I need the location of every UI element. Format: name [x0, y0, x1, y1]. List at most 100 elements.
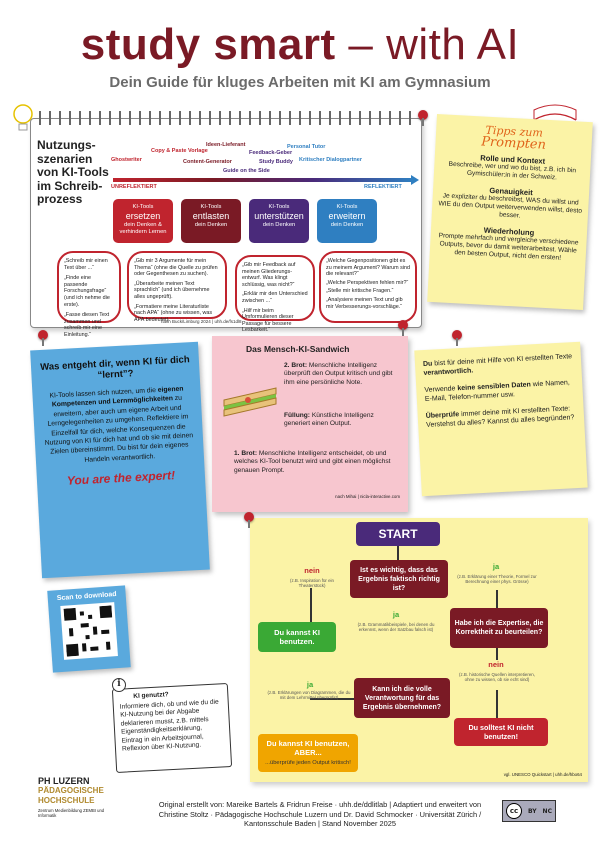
footer-credits: Original erstellt von: Mareike Bartels &… — [158, 800, 482, 829]
logo-line1: PH LUZERN — [38, 776, 90, 786]
pin-tips — [418, 110, 428, 126]
sandwich-note: Das Mensch-KI-Sandwich 2. Brot: Menschli… — [212, 336, 408, 512]
resp-p1-b: bist für deine mit Hilfe von KI erstellt… — [432, 353, 573, 368]
role-content-generator: Content-Generator — [183, 159, 232, 165]
flow-line-ja1 — [496, 590, 498, 608]
role-study-buddy: Study Buddy — [259, 159, 293, 165]
flow-ja3: ja — [306, 680, 314, 689]
bubble-ersetzen: „Schreib mir einen Text über ...“„Finde … — [57, 251, 121, 338]
flow-ja2: ja — [392, 610, 400, 619]
title-light: – with AI — [335, 20, 520, 69]
sandwich-step2-a: 2. Brot: — [284, 362, 308, 369]
role-guide: Guide on the Side — [223, 168, 270, 174]
notebook-spiral — [35, 111, 419, 125]
flow-nein1-ex: (z.B. Inspiration für ein Theaterstück) — [290, 578, 334, 589]
resp-p2-a: Verwende — [424, 385, 458, 394]
flow-ja1-ex: (z.B. Erklärung einer Theorie, Formel zu… — [457, 574, 537, 585]
by-icon: BY — [527, 807, 537, 815]
scenarios-source: nach Buck/Limburg 2024 | uhh.de/fs1dl8 — [161, 319, 242, 324]
sandwich-fill: Füllung: Künstliche Intelligenz generier… — [284, 412, 400, 429]
bubble-unterstuetzen-3: „Hilf mir beim Umformulieren dieser Pass… — [242, 307, 294, 334]
flow-line-nein1 — [310, 588, 312, 622]
download-label: Scan to download — [56, 590, 117, 603]
flow-q1: Ist es wichtig, dass das Ergebnis faktis… — [350, 560, 448, 598]
page-subtitle: Dein Guide für kluges Arbeiten mit KI am… — [109, 74, 491, 91]
sandwich-step1: 1. Brot: Menschliche Intelligenz entsche… — [234, 450, 402, 475]
resp-p2-b: keine sensiblen Daten — [457, 381, 532, 393]
sandwich-step1-a: 1. Brot: — [234, 450, 258, 457]
bubble-ersetzen-3: „Fasse diesen Text zusammen und schreib … — [64, 312, 110, 338]
pin-flow — [244, 512, 254, 528]
scale-arrow-head-icon — [411, 175, 419, 185]
flow-ja3-ex: (z.B. Erklärungen von Diagrammen, die du… — [267, 690, 351, 701]
nc-icon: NC — [542, 807, 552, 815]
sandwich-step2-b: Menschliche Intelligenz überprüft den Ou… — [284, 362, 393, 386]
sandwich-heading: Das Mensch-KI-Sandwich — [246, 344, 350, 354]
qr-code-icon — [63, 605, 113, 657]
label-unreflektiert: UNREFLEKTIERT — [111, 184, 157, 190]
card-ersetzen-main: ersetzen — [125, 211, 161, 221]
flow-can-use: Du kannst KI benutzen. — [258, 622, 336, 652]
bubble-unterstuetzen-1: „Gib mir Feedback auf meinen Gliederungs… — [242, 262, 296, 288]
cc-license-badge: cc BY NC — [502, 800, 556, 822]
flow-q2: Habe ich die Expertise, die Korrektheit … — [450, 608, 548, 648]
resp-p1: Du bist für deine mit Hilfe von KI erste… — [423, 352, 574, 378]
bubble-entlasten-1: „Gib mir 3 Argumente für mein Thema“ (oh… — [134, 258, 218, 278]
sandwich-step2: 2. Brot: Menschliche Intelligenz überprü… — [284, 362, 400, 387]
scenarios-heading: Nutzungs-szenarien von KI-Tools im Schre… — [37, 138, 109, 206]
qr-code[interactable] — [60, 602, 118, 660]
sandwich-fill-a: Füllung: — [284, 412, 310, 419]
flow-panel: START Ist es wichtig, dass das Ergebnis … — [244, 512, 588, 782]
flow-line-q3 — [310, 698, 354, 700]
info-icon: i — [112, 678, 126, 692]
flow-start: START — [356, 522, 440, 546]
learn-expert: You are the expert! — [66, 468, 176, 489]
bubble-entlasten: „Gib mir 3 Argumente für mein Thema“ (oh… — [127, 251, 227, 323]
flow-line-q2 — [496, 648, 498, 660]
role-kritischer: Kritischer Dialogpartner — [299, 157, 362, 163]
flow-can-but: Du kannst KI benutzen, ABER... ...überpr… — [258, 734, 358, 772]
learn-body: KI-Tools lassen sich nutzen, um die eige… — [40, 384, 196, 467]
role-copy-paste: Copy & Paste Vorlage — [151, 148, 208, 154]
bubble-erweitern-1: „Welche Gegenpositionen gibt es zu meine… — [326, 258, 410, 278]
sandwich-step1-b: Menschliche Intelligenz entscheidet, ob … — [234, 450, 391, 474]
learn-note: Was entgeht dir, wenn KI für dich “lernt… — [30, 341, 210, 579]
bubble-unterstuetzen-2: „Erklär mir den Unterschied zwischen ...… — [242, 291, 308, 304]
card-entlasten-main: entlasten — [192, 211, 230, 221]
scale-arrow — [113, 178, 413, 182]
label-reflektiert: REFLEKTIERT — [364, 184, 402, 190]
logo-line2: PÄDAGOGISCHE — [38, 786, 104, 795]
role-feedback: Feedback-Geber — [249, 150, 293, 156]
flow-source: vgl. UNESCO Quickstart | uhh.de/hbo64 — [503, 772, 582, 777]
bubble-entlasten-3: „Formatiere meine Literaturliste nach AP… — [134, 303, 213, 323]
flow-ja2-ex: (z.B. Grammatikbeispiele, bei denen du e… — [357, 622, 435, 633]
card-ersetzen-top: KI-Tools — [132, 204, 154, 210]
scenarios-panel: Nutzungs-szenarien von KI-Tools im Schre… — [30, 111, 422, 338]
card-erweitern-main: erweitern — [328, 211, 366, 221]
sandwich-source: nach Mihai | nicla-interactive.com — [335, 494, 400, 499]
card-ersetzen-bottom: dein Denken & verhindern Lernen — [119, 222, 167, 235]
bubble-erweitern-2: „Welche Perspektiven fehlen mir?“ — [326, 279, 409, 286]
card-erweitern-bottom: dein Denken — [330, 222, 364, 228]
card-erweitern-top: KI-Tools — [336, 204, 358, 210]
learn-heading: Was entgeht dir, wenn KI für dich “lernt… — [39, 354, 190, 382]
card-unterstuetzen-top: KI-Tools — [268, 204, 290, 210]
resp-p3: Überprüfe immer deine mit KI erstellten … — [426, 404, 577, 430]
role-ideen: Ideen-Lieferant — [206, 142, 246, 148]
resp-p2: Verwende keine sensiblen Daten wie Namen… — [424, 378, 575, 404]
book-doodle-icon — [530, 100, 580, 126]
flow-should-not: Du solltest KI nicht benutzen! — [454, 718, 548, 746]
resp-p3-a: Überprüfe — [425, 411, 460, 420]
card-entlasten-bottom: dein Denken — [194, 222, 228, 228]
bubble-unterstuetzen: „Gib mir Feedback auf meinen Gliederungs… — [235, 255, 315, 333]
bubble-ersetzen-2: „Finde eine passende Forschungsfrage“ (u… — [64, 275, 110, 308]
cc-icon: cc — [505, 803, 522, 819]
logo-line3: HOCHSCHULE — [38, 795, 95, 805]
